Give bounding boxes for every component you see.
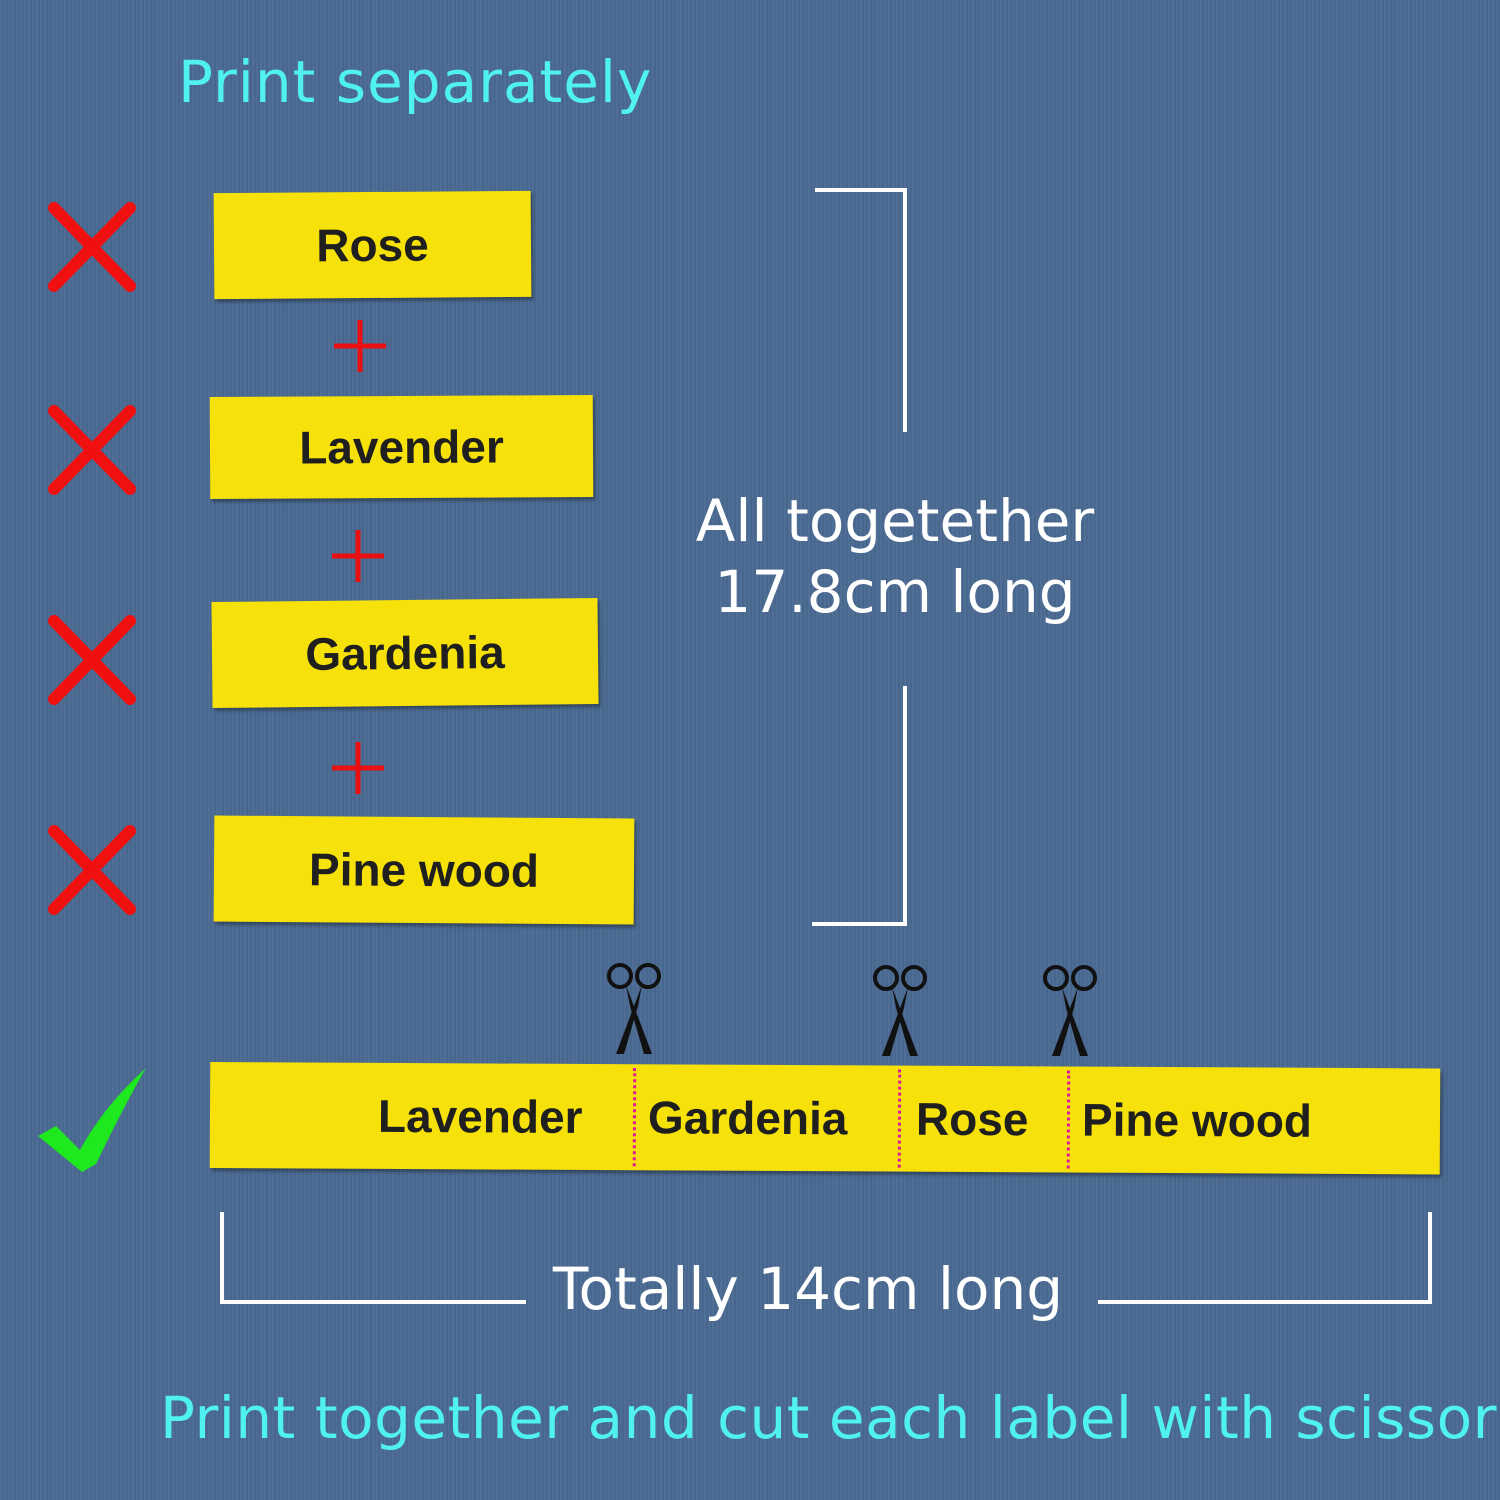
label-lavender: Lavender (209, 394, 594, 500)
label-text: Pine wood (308, 843, 540, 897)
label-pine-wood: Pine wood (213, 815, 635, 925)
cross-icon (48, 825, 136, 915)
label-text: Lavender (299, 420, 504, 474)
label-text: Gardenia (305, 625, 505, 681)
segment-rose: Rose (915, 1092, 1029, 1146)
cut-line (897, 1069, 902, 1168)
separate-total-line1: All togetether (695, 487, 1095, 555)
bracket-top (815, 188, 907, 432)
cut-line (632, 1068, 637, 1167)
bottom-bracket-left (220, 1212, 526, 1304)
separate-total-caption: All togetether 17.8cm long (680, 486, 1110, 628)
combined-label-strip: Lavender Gardenia Rose Pine wood (209, 1062, 1441, 1175)
segment-gardenia: Gardenia (647, 1091, 848, 1145)
check-icon (38, 1068, 146, 1172)
cut-line (1066, 1070, 1071, 1169)
cross-icon (48, 405, 136, 495)
scissors-icon (1043, 965, 1097, 1056)
label-rose: Rose (213, 190, 532, 300)
plus-icon (332, 530, 384, 582)
bracket-bottom (812, 686, 907, 926)
cross-icon (48, 615, 136, 705)
scissors-icon (873, 965, 927, 1056)
footer-caption: Print together and cut each label with s… (160, 1384, 1500, 1452)
bottom-bracket-right (1098, 1212, 1432, 1304)
plus-icon (334, 320, 386, 372)
label-gardenia: Gardenia (211, 597, 599, 709)
header-caption: Print separately (178, 48, 653, 116)
label-text: Rose (316, 218, 429, 272)
combined-total-caption: Totally 14cm long (552, 1255, 1064, 1323)
cross-icon (48, 202, 136, 292)
segment-lavender: Lavender (377, 1089, 583, 1143)
separate-total-line2: 17.8cm long (714, 557, 1076, 626)
segment-pine-wood: Pine wood (1081, 1093, 1313, 1147)
plus-icon (332, 742, 384, 794)
scissors-icon (607, 963, 661, 1054)
